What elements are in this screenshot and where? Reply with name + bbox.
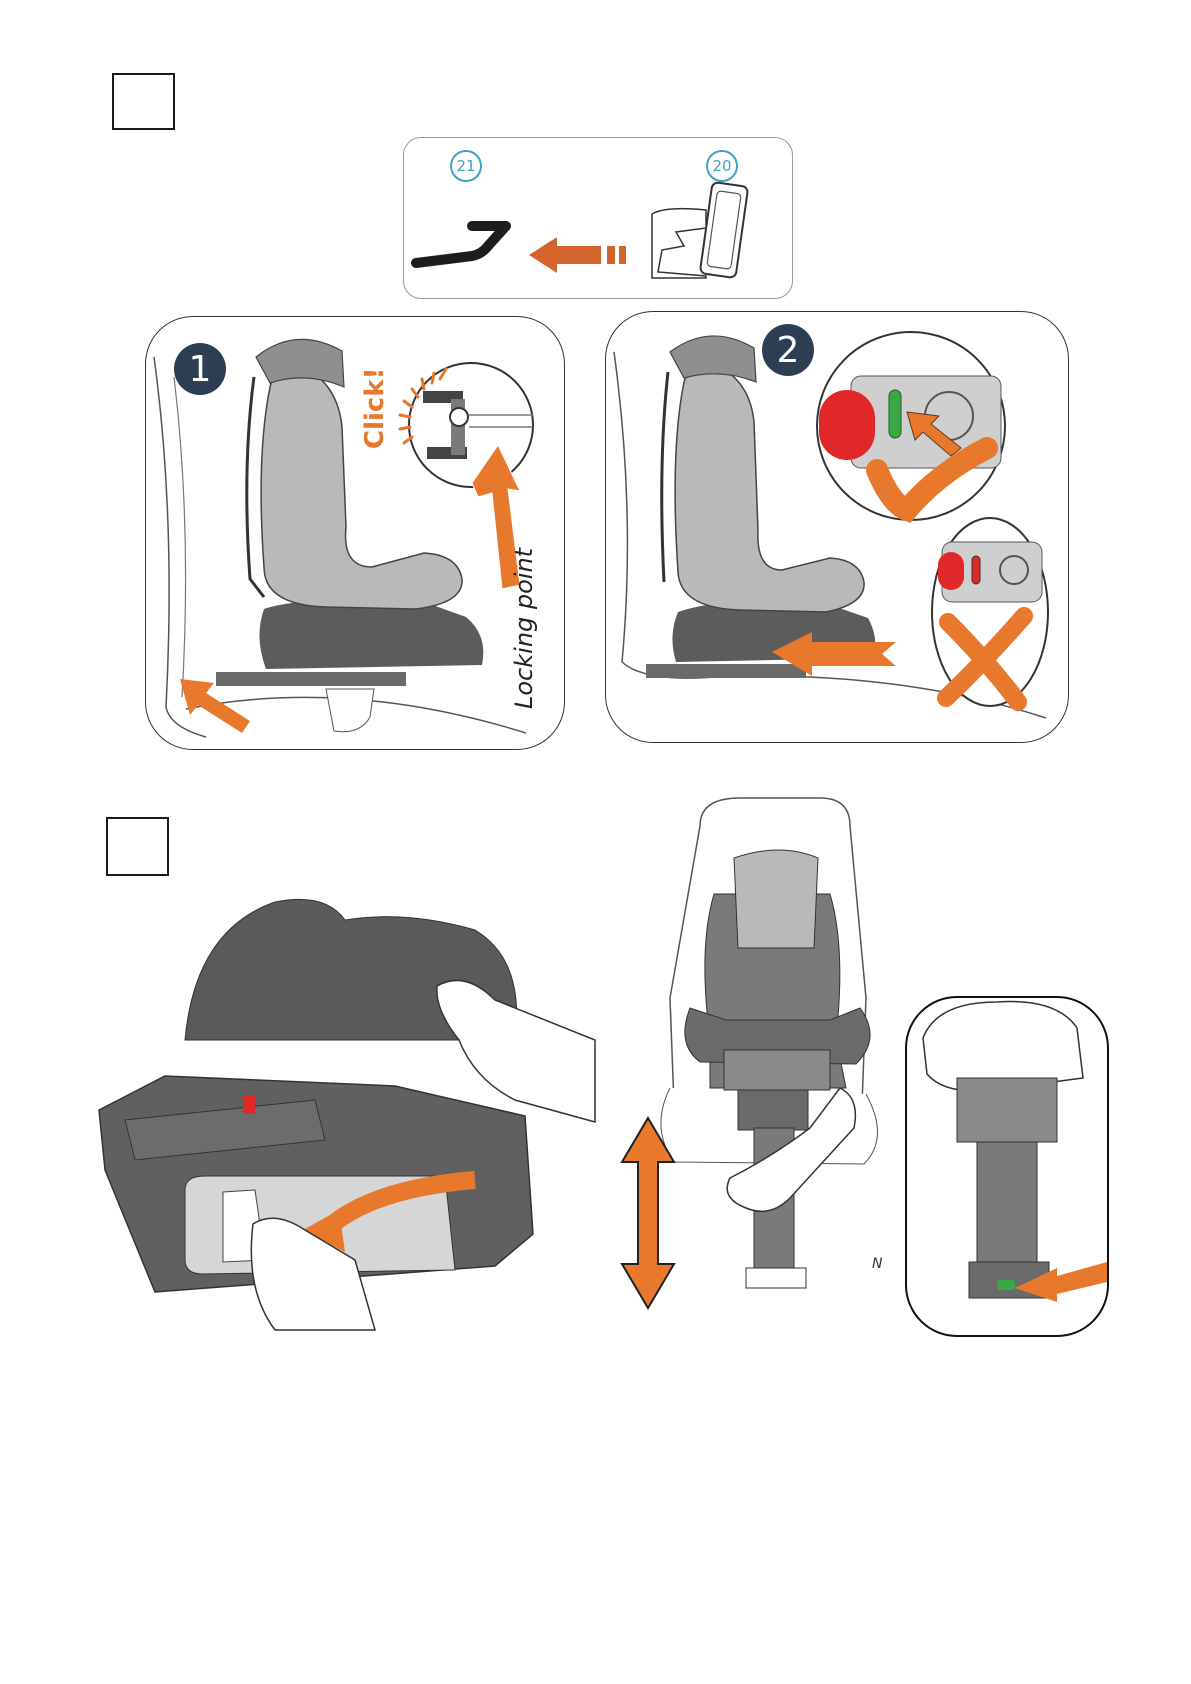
isofix-guide-icon [410,218,520,278]
click-rays-icon [394,365,454,455]
svg-text:Locking point: Locking point [510,546,538,709]
step-2-badge: 2 [762,324,814,376]
part-number-20: 20 [706,150,738,182]
base-underside-illustration [75,890,605,1350]
parts-strip: 21 20 [403,137,793,299]
click-text: Click! [351,357,391,457]
indicator-ok-zoom-icon [811,326,1011,526]
locking-point-text: Locking point [504,517,544,717]
indicator-wrong-zoom-icon [928,512,1058,712]
step-2-panel: 2 [605,311,1069,743]
part-number-21: 21 [450,150,482,182]
orange-arrow-left-up-icon [180,679,260,739]
support-leg-illustration: N [650,798,900,1328]
cropped-text: N [872,1256,883,1272]
double-arrow-icon [618,1118,678,1308]
leg-indicator-inset [905,996,1109,1337]
section-b-checkbox [106,817,169,876]
section-a-checkbox [112,73,175,130]
orange-arrow-diag-icon [176,317,256,377]
svg-text:Click!: Click! [360,368,390,449]
leg-indicator-illustration [907,998,1107,1335]
arrow-left-icon [529,235,639,275]
seat-base-icon [648,180,758,290]
step-1-panel: 1 Click! Locking point [145,316,565,750]
